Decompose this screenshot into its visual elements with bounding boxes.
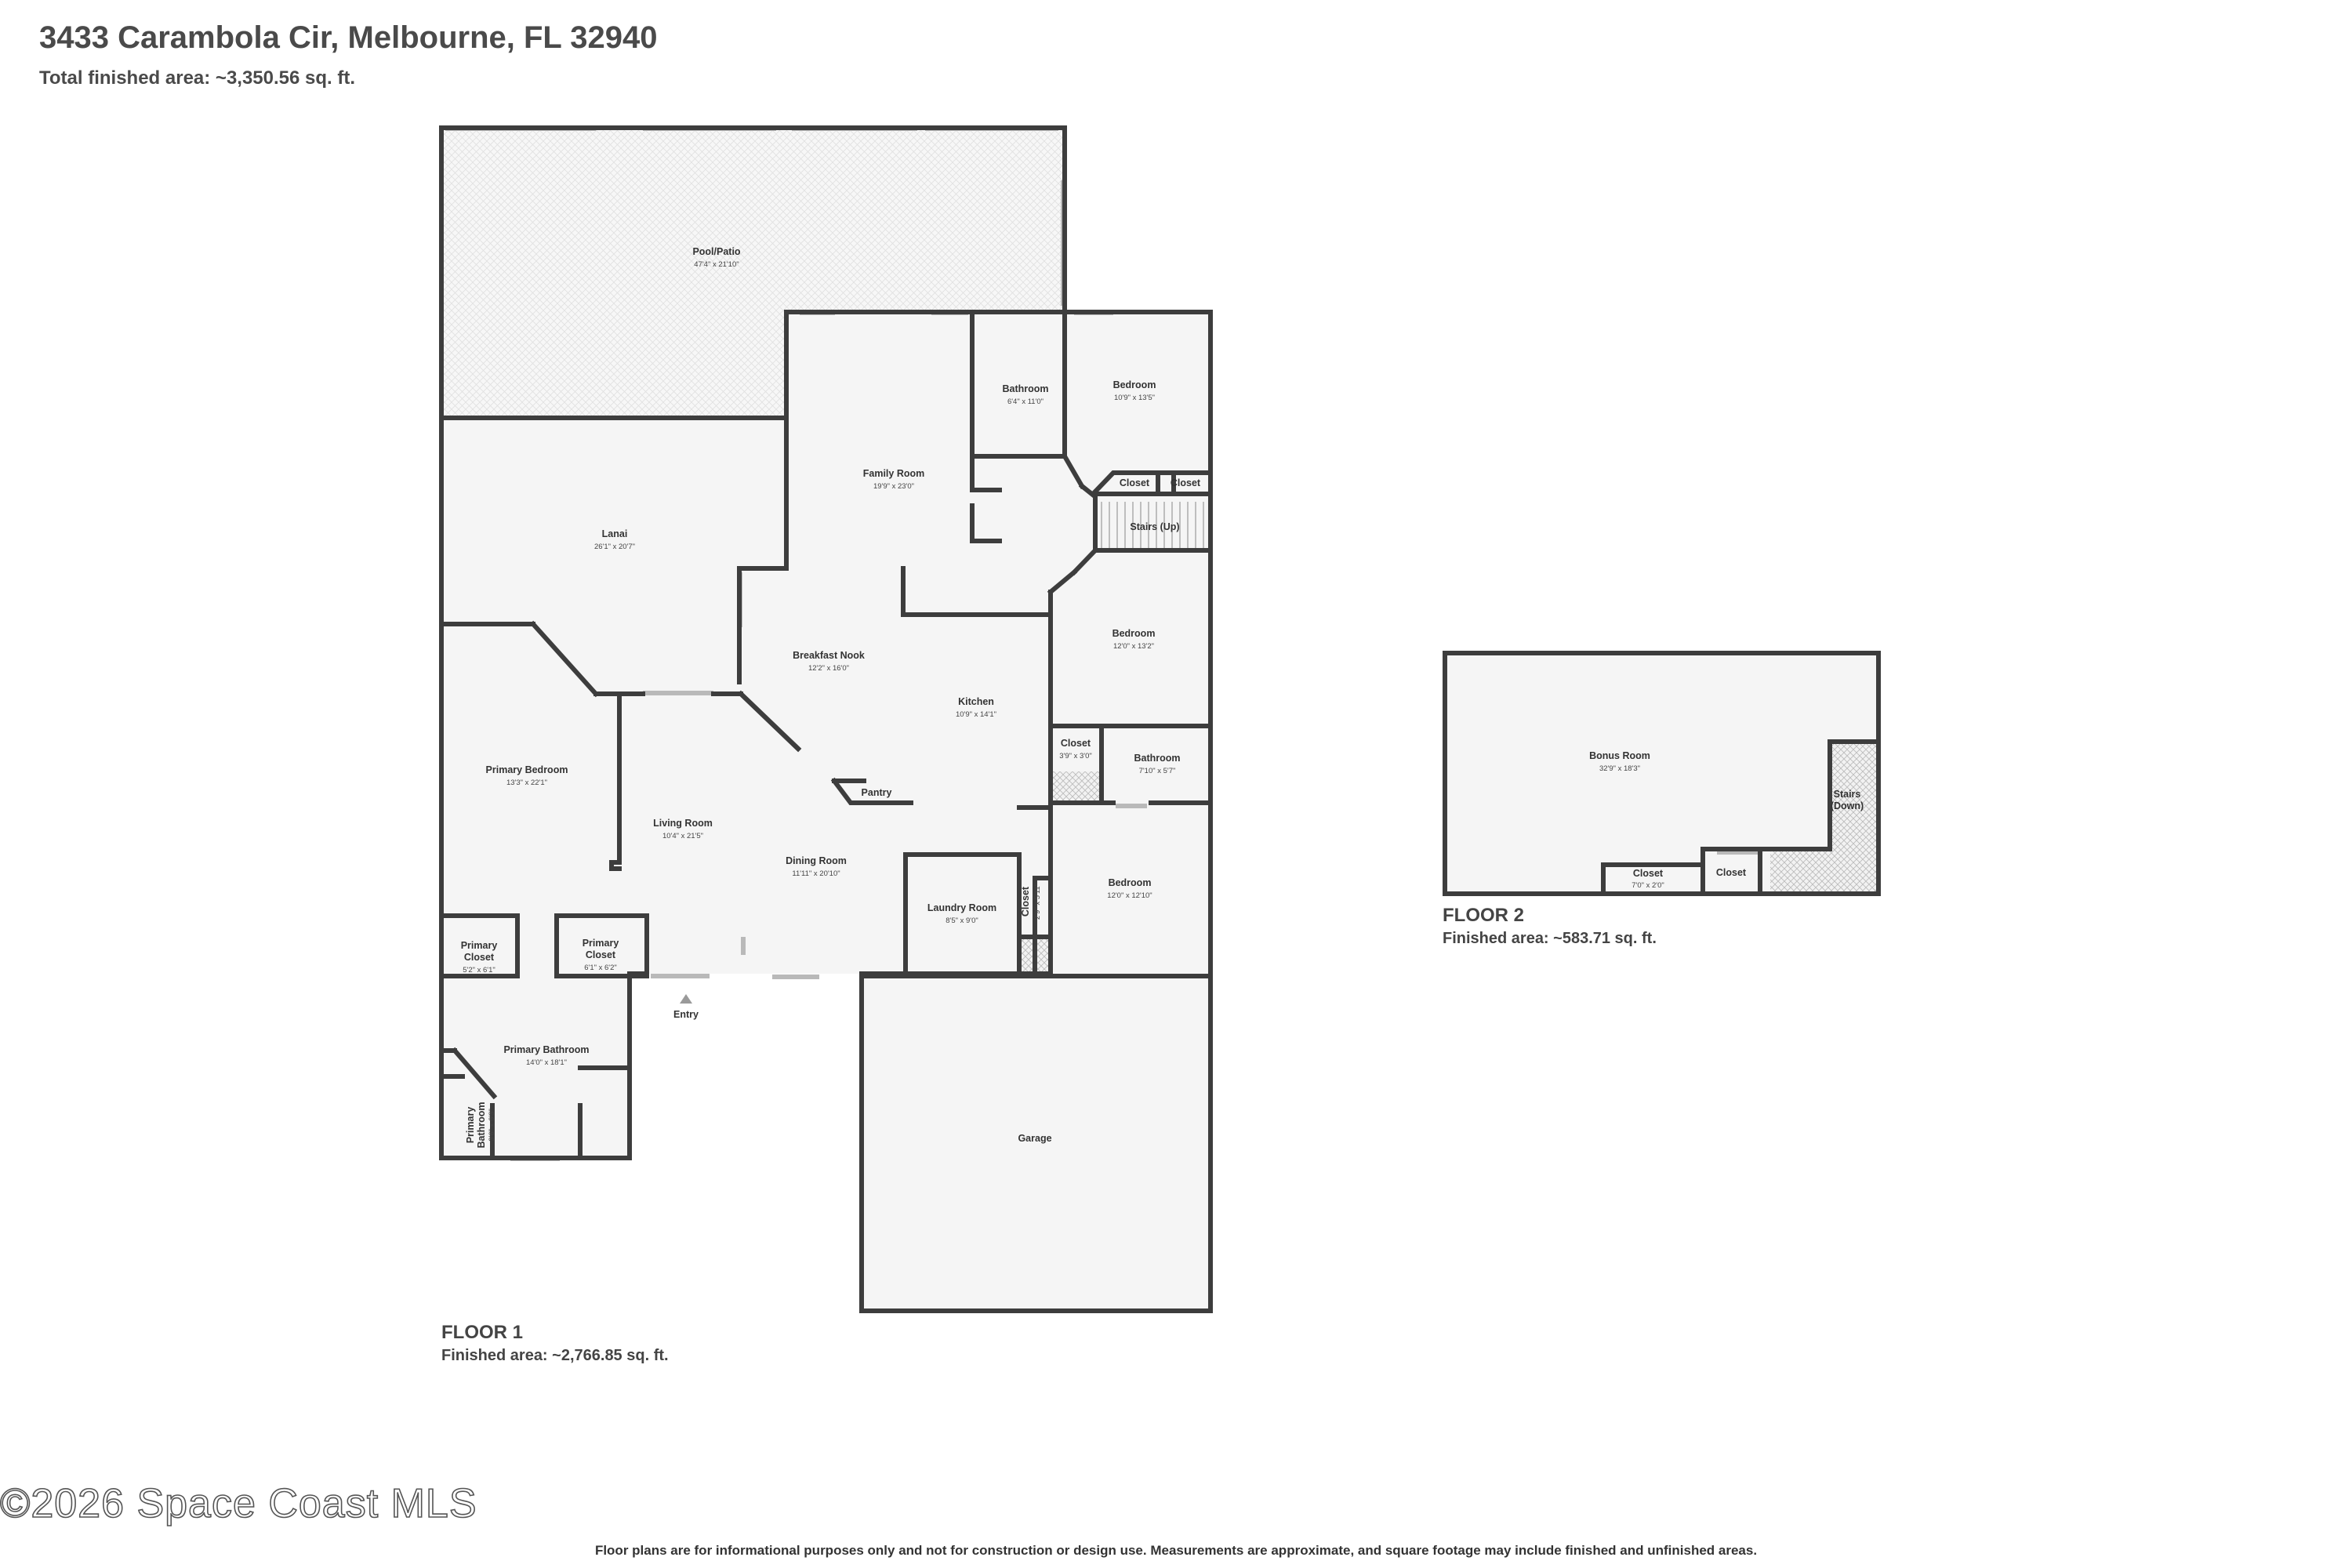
floor1-labels: Pool/Patio 47'4" x 21'10" Lanai 26'1" x … (461, 246, 1201, 1149)
room-bath-top-name: Bathroom (1002, 383, 1048, 394)
floor1-area: Finished area: ~2,766.85 sq. ft. (441, 1347, 669, 1364)
room-closet-c-name: Closet (1061, 738, 1091, 749)
room-closet-d-dim: 2'9" x 5'11" (1033, 884, 1042, 920)
floor1-walls (439, 125, 1213, 1313)
room-kitchen-dim: 10'9" x 14'1" (956, 710, 996, 719)
room-bath-mid-name: Bathroom (1134, 753, 1180, 764)
room-garage-name: Garage (1018, 1133, 1051, 1144)
stairs-down-hatch-2 (1830, 742, 1876, 894)
room-closet-a-name: Closet (1120, 477, 1150, 488)
room-bonus-dim: 32'9" x 18'3" (1599, 764, 1640, 773)
room-dining-dim: 11'11" x 20'10" (792, 869, 840, 878)
room-pcloset2-dim: 6'1" x 6'2" (584, 964, 617, 972)
room-bed-low-dim: 12'0" x 12'10" (1107, 891, 1152, 900)
property-address: 3433 Carambola Cir, Melbourne, FL 32940 (39, 20, 658, 55)
room-bonus-name: Bonus Room (1589, 750, 1650, 761)
room-family-dim: 19'9" x 23'0" (873, 482, 914, 491)
room-lanai-name: Lanai (602, 528, 628, 539)
room-bed-low-name: Bedroom (1109, 877, 1152, 888)
room-bed-mid-dim: 12'0" x 13'2" (1113, 642, 1154, 651)
room-nook-dim: 12'2" x 16'0" (808, 664, 849, 673)
floor2-labels: Bonus Room 32'9" x 18'3" Stairs (Down) C… (1589, 750, 1864, 890)
room-entry-name: Entry (673, 1009, 699, 1020)
room-pcloset2-name2: Closet (586, 949, 616, 960)
room-closet-b-name: Closet (1171, 477, 1201, 488)
floor2-plan (1443, 651, 1881, 896)
closet-hatch-1 (1051, 771, 1102, 803)
room-pool-name: Pool/Patio (692, 246, 740, 257)
room-bath-mid-dim: 7'10" x 5'7" (1139, 767, 1176, 775)
entry-arrow-icon (680, 994, 692, 1004)
room-bed-top-dim: 10'9" x 13'5" (1114, 394, 1155, 402)
room-lanai-dim: 26'1" x 20'7" (594, 543, 635, 551)
room-bed-mid-name: Bedroom (1112, 628, 1156, 639)
room-closet-e-name: Closet (1633, 868, 1664, 879)
room-bed-top-name: Bedroom (1113, 379, 1156, 390)
room-pcloset1-name1: Primary (461, 940, 498, 951)
room-pool-dim: 47'4" x 21'10" (694, 260, 739, 269)
room-pbath-name: Primary Bathroom (503, 1044, 589, 1055)
room-kitchen-name: Kitchen (958, 696, 994, 707)
room-laundry-dim: 8'5" x 9'0" (946, 916, 978, 925)
room-family-name: Family Room (863, 468, 925, 479)
room-laundry-name: Laundry Room (927, 902, 996, 913)
room-pbath-small-name2: Bathroom (476, 1102, 487, 1148)
room-dining-name: Dining Room (786, 855, 847, 866)
room-living-dim: 10'4" x 21'5" (662, 832, 703, 840)
room-stairs-up-name: Stairs (Up) (1130, 521, 1179, 532)
floor2-area: Finished area: ~583.71 sq. ft. (1443, 930, 1657, 947)
room-bath-top-dim: 6'4" x 11'0" (1007, 397, 1044, 406)
room-closet-d-name: Closet (1020, 886, 1031, 916)
room-pantry-name: Pantry (862, 787, 892, 798)
floor1-fills (441, 128, 1210, 1310)
room-stairs-down-name1: Stairs (1834, 789, 1861, 800)
room-pbath-dim: 14'0" x 18'1" (526, 1058, 567, 1067)
disclaimer: Floor plans are for informational purpos… (594, 1543, 1758, 1558)
room-closet-c-dim: 3'9" x 3'0" (1059, 752, 1092, 760)
floor2-label: FLOOR 2 (1443, 905, 1525, 926)
room-closet-e-dim: 7'0" x 2'0" (1632, 881, 1664, 890)
room-stairs-down-name2: (Down) (1831, 800, 1864, 811)
floor1-label: FLOOR 1 (441, 1322, 524, 1343)
room-pcloset1-dim: 5'2" x 6'1" (463, 966, 495, 975)
room-primary-bed-name: Primary Bedroom (486, 764, 568, 775)
room-pcloset2-name1: Primary (583, 938, 619, 949)
watermark: ©2026 Space Coast MLS (0, 1480, 477, 1527)
stairs-up-treads (1101, 502, 1204, 549)
garage-area (862, 977, 1210, 1310)
room-pcloset1-name2: Closet (464, 952, 495, 963)
room-living-name: Living Room (653, 818, 713, 829)
room-primary-bed-dim: 13'3" x 22'1" (506, 779, 547, 787)
room-pbath-small-name1: Primary (465, 1107, 476, 1144)
room-closet-f-name: Closet (1716, 867, 1747, 878)
room-pbath-small-dim: 3'6" x 6'3" (488, 1109, 496, 1142)
room-nook-name: Breakfast Nook (793, 650, 865, 661)
total-area: Total finished area: ~3,350.56 sq. ft. (39, 67, 356, 89)
